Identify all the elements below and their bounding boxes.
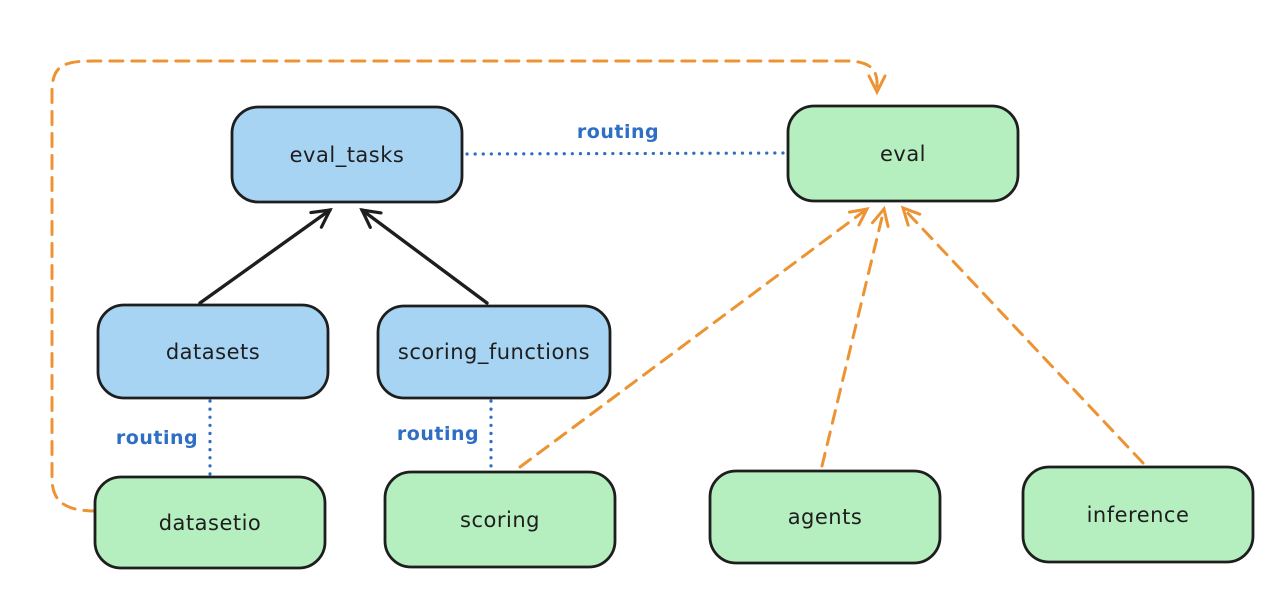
node-datasetio-box [93,475,327,570]
node-datasets-label: datasets [166,340,260,364]
node-scoring-label: scoring [460,508,540,532]
node-inference-label: inference [1087,503,1190,527]
node-eval: eval [786,104,1020,203]
node-datasetio-label: datasetio [159,511,262,535]
node-eval-box [786,104,1020,203]
node-datasetio: datasetio [93,475,327,570]
edge-label-routing-datasetio: routing [116,427,198,449]
node-eval-tasks: eval_tasks [230,105,464,204]
node-scoring-functions-label: scoring_functions [398,340,590,365]
edge-inference-to-eval [900,205,1145,465]
node-eval-tasks-box [230,105,464,204]
node-scoring-functions: scoring_functions [376,304,612,400]
edge-agents-to-eval [820,205,890,468]
node-eval-tasks-label: eval_tasks [290,143,405,168]
edge-datasetio-to-eval [50,59,887,513]
edge-eval-tasks-to-eval [465,151,787,156]
node-datasets: datasets [96,303,330,400]
node-datasets-box [96,303,330,400]
node-inference-box [1021,465,1255,564]
edge-scoring-to-eval [518,206,870,469]
edge-scoring-functions-to-eval-tasks [359,207,489,305]
edge-label-routing-scoring: routing [397,423,479,445]
node-agents-label: agents [788,505,863,529]
node-scoring-box [383,470,617,569]
node-agents: agents [708,469,942,565]
edge-datasets-to-eval-tasks [198,208,333,305]
node-scoring-functions-box [376,304,612,400]
edge-label-routing-top: routing [577,121,659,143]
node-agents-box [708,469,942,565]
node-inference: inference [1021,465,1255,564]
node-scoring: scoring [383,470,617,569]
node-eval-label: eval [880,142,926,166]
